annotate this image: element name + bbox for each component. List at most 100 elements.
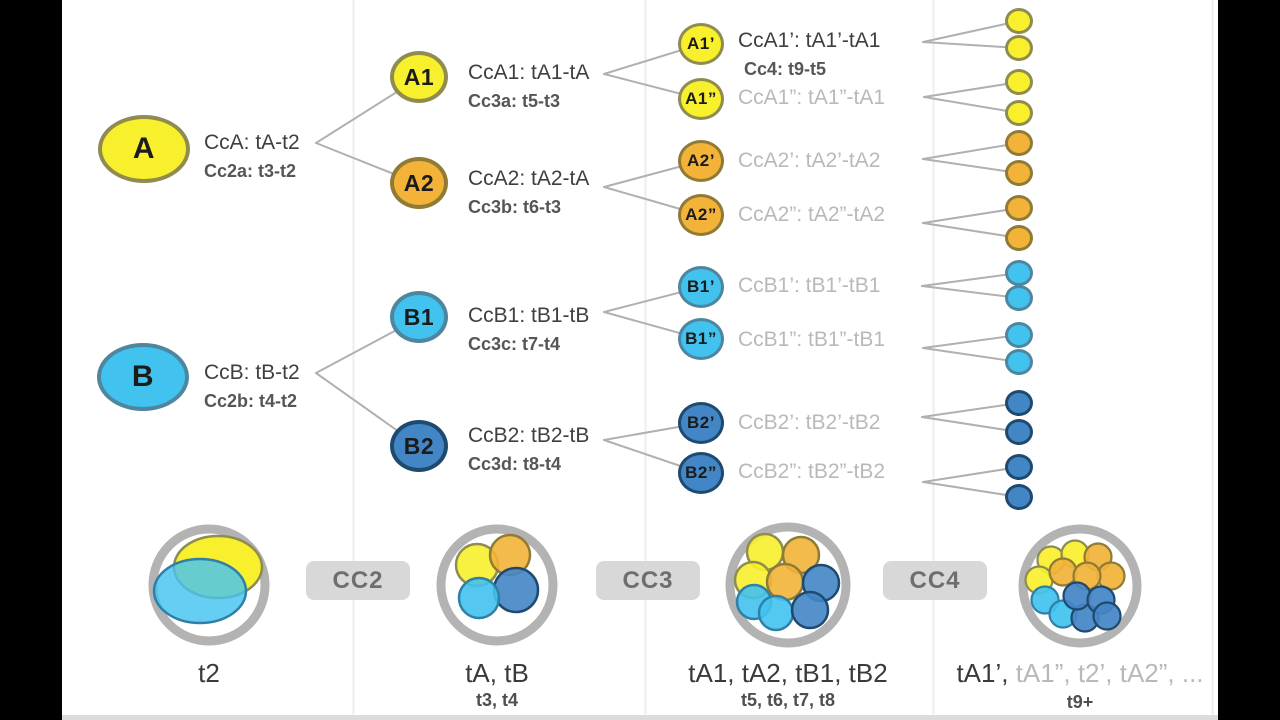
cell-node-A: A <box>98 115 190 183</box>
division-text: Cc2b: t4-t2 <box>204 391 298 411</box>
cc3-label: CC3 <box>622 566 674 594</box>
stage-subtext: t9+ <box>1066 692 1094 712</box>
cycle-text: CcA2: tA2-tA <box>468 167 590 190</box>
daughter-cell <box>1005 390 1033 416</box>
daughter-cell <box>1005 225 1033 251</box>
daughter-cell <box>1005 419 1033 445</box>
cycle-text: CcB1’: tB1’-tB1 <box>738 274 881 297</box>
division-text: Cc4: t9-t5 <box>744 59 827 79</box>
cell-A2pp-annotation: CcA2”: tA2”-tA2 <box>738 203 885 227</box>
cell-label: B <box>131 360 155 393</box>
stage-text: tA1, tA2, tB1, tB2 <box>688 658 888 688</box>
division-text: Cc3b: t6-t3 <box>468 197 562 217</box>
cc2-label: CC2 <box>332 566 384 594</box>
cc4-badge: CC4 <box>883 561 987 600</box>
letterbox-right <box>1218 0 1280 720</box>
cell-A1p-annotation: CcA1’: tA1’-tA1 Cc4: t9-t5 <box>738 29 880 81</box>
daughter-cell <box>1005 195 1033 221</box>
cell-B1-annotation: CcB1: tB1-tB Cc3c: t7-t4 <box>468 304 589 356</box>
daughter-cell <box>1005 454 1033 480</box>
cell-node-B1p: B1’ <box>678 266 724 308</box>
cell-node-B1pp: B1” <box>678 318 724 360</box>
cell-node-A1p: A1’ <box>678 23 724 65</box>
cell-label: A2’ <box>687 151 715 170</box>
daughter-cell <box>1005 35 1033 61</box>
cell-label: B1’ <box>687 277 715 296</box>
cell-label: B2” <box>685 463 717 482</box>
cell-label: A1’ <box>687 34 715 53</box>
cc3-badge: CC3 <box>596 561 700 600</box>
cell-B-annotation: CcB: tB-t2 Cc2b: t4-t2 <box>204 361 300 413</box>
cycle-text: CcA: tA-t2 <box>204 131 300 154</box>
daughter-cell <box>1005 69 1033 95</box>
cell-A1pp-annotation: CcA1”: tA1”-tA1 <box>738 86 885 110</box>
cycle-text: CcB: tB-t2 <box>204 361 300 384</box>
cell-B2p-annotation: CcB2’: tB2’-tB2 <box>738 411 880 435</box>
stage-subtext: t3, t4 <box>475 690 518 710</box>
cycle-text: CcA2”: tA2”-tA2 <box>738 203 886 226</box>
cell-label: B2 <box>403 432 435 459</box>
cell-label: B2’ <box>687 413 715 432</box>
daughter-cell <box>1005 285 1033 311</box>
daughter-cell <box>1005 260 1033 286</box>
cell-node-B2p: B2’ <box>678 402 724 444</box>
division-text: Cc3d: t8-t4 <box>468 454 562 474</box>
cell-A1-annotation: CcA1: tA1-tA Cc3a: t5-t3 <box>468 61 589 113</box>
daughter-cell <box>1005 484 1033 510</box>
cell-B1p-annotation: CcB1’: tB1’-tB1 <box>738 274 880 298</box>
cell-label: A <box>132 132 156 165</box>
content-bottom-edge <box>62 715 1218 720</box>
cell-label: A2 <box>403 169 435 196</box>
stage-label-8cell: tA1, tA2, tB1, tB2 <box>628 658 948 689</box>
stage-label-tAtB: tA, tB <box>337 658 657 689</box>
cell-node-A2pp: A2” <box>678 194 724 236</box>
division-text: Cc3a: t5-t3 <box>468 91 561 111</box>
cycle-text: CcB2’: tB2’-tB2 <box>738 411 881 434</box>
stage-text-dimmed: tA1”, t2’, tA2”, ... <box>1008 658 1204 688</box>
daughter-cell <box>1005 8 1033 34</box>
cell-B2pp-annotation: CcB2”: tB2”-tB2 <box>738 460 885 484</box>
cc2-badge: CC2 <box>306 561 410 600</box>
cycle-text: CcB2: tB2-tB <box>468 424 590 447</box>
cell-node-A1: A1 <box>390 51 448 103</box>
cell-label: B1 <box>403 303 435 330</box>
letterbox-left <box>0 0 62 720</box>
daughter-cell <box>1005 160 1033 186</box>
stage-label-16cell: tA1’, tA1”, t2’, tA2”, ... <box>920 658 1240 689</box>
stage-sublabel-t5678: t5, t6, t7, t8 <box>628 690 948 711</box>
cc4-label: CC4 <box>909 566 961 594</box>
cell-node-A1pp: A1” <box>678 78 724 120</box>
cell-label: B1” <box>685 329 717 348</box>
cell-B2-annotation: CcB2: tB2-tB Cc3d: t8-t4 <box>468 424 589 476</box>
cell-node-B: B <box>97 343 189 411</box>
stage-sublabel-t9: t9+ <box>920 692 1240 713</box>
cycle-text: CcA1’: tA1’-tA1 <box>738 29 881 52</box>
cycle-text: CcA1: tA1-tA <box>468 61 590 84</box>
stage-text: t2 <box>198 658 220 688</box>
cell-A2-annotation: CcA2: tA2-tA Cc3b: t6-t3 <box>468 167 589 219</box>
daughter-cell <box>1005 130 1033 156</box>
cell-B1pp-annotation: CcB1”: tB1”-tB1 <box>738 328 885 352</box>
cell-node-A2p: A2’ <box>678 140 724 182</box>
cycle-text: CcB2”: tB2”-tB2 <box>738 460 886 483</box>
cell-label: A1” <box>685 89 717 108</box>
cycle-text: CcB1”: tB1”-tB1 <box>738 328 886 351</box>
embryo-cluster-8cell <box>725 522 851 648</box>
embryo-cluster-t2 <box>148 524 270 646</box>
stage-label-t2: t2 <box>49 658 369 689</box>
stage-subtext: t5, t6, t7, t8 <box>740 690 836 710</box>
embryo-cluster-16cell <box>1018 524 1142 648</box>
cell-node-B1: B1 <box>390 291 448 343</box>
embryo-cluster-tAtB <box>436 524 558 646</box>
daughter-cell <box>1005 349 1033 375</box>
cell-node-A2: A2 <box>390 157 448 209</box>
daughter-cell <box>1005 100 1033 126</box>
daughter-cell <box>1005 322 1033 348</box>
stage-text: tA, tB <box>465 658 529 688</box>
stage-sublabel-t3t4: t3, t4 <box>337 690 657 711</box>
cell-label: A1 <box>403 63 435 90</box>
cycle-text: CcA2’: tA2’-tA2 <box>738 149 881 172</box>
cycle-text: CcB1: tB1-tB <box>468 304 590 327</box>
cell-A2p-annotation: CcA2’: tA2’-tA2 <box>738 149 880 173</box>
